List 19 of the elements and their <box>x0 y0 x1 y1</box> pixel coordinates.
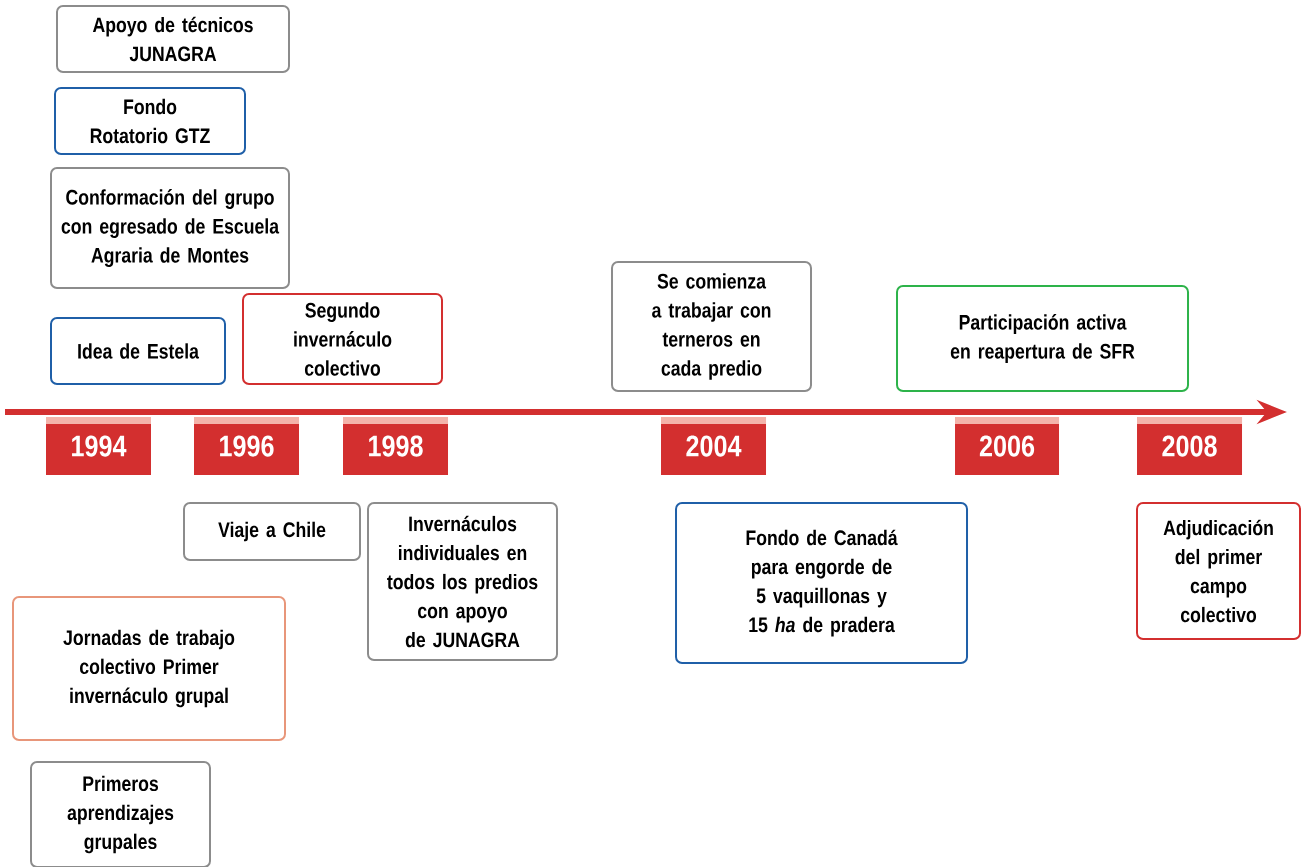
year-box: 2008 <box>1137 417 1242 475</box>
event-box: Se comienza a trabajar con terneros en cada predio <box>611 261 812 392</box>
year-box: 1998 <box>343 417 448 475</box>
event-box: Idea de Estela <box>50 317 226 385</box>
event-box: Fondo Rotatorio GTZ <box>54 87 246 155</box>
event-box: Jornadas de trabajo colectivo Primer invernáculo grupal <box>12 596 286 741</box>
event-box: Participación activa en reapertura de SFR <box>896 285 1189 392</box>
event-box: Apoyo de técnicos JUNAGRA <box>56 5 290 73</box>
event-box: Primeros aprendizajes grupales <box>30 761 211 867</box>
year-box: 1996 <box>194 417 299 475</box>
event-box: Conformación del grupo con egresado de Escuela Agraria de Montes <box>50 167 290 289</box>
year-box: 2006 <box>955 417 1059 475</box>
event-box: Adjudicación del primer campo colectivo <box>1136 502 1301 640</box>
event-box: Fondo de Canadá para engorde de 5 vaquillonas y 15 ha de pradera <box>675 502 968 664</box>
event-box: Invernáculos individuales en todos los predios con apoyo de JUNAGRA <box>367 502 558 661</box>
event-box: Viaje a Chile <box>183 502 361 561</box>
year-box: 1994 <box>46 417 151 475</box>
year-box: 2004 <box>661 417 766 475</box>
event-box: Segundo invernáculo colectivo <box>242 293 443 385</box>
